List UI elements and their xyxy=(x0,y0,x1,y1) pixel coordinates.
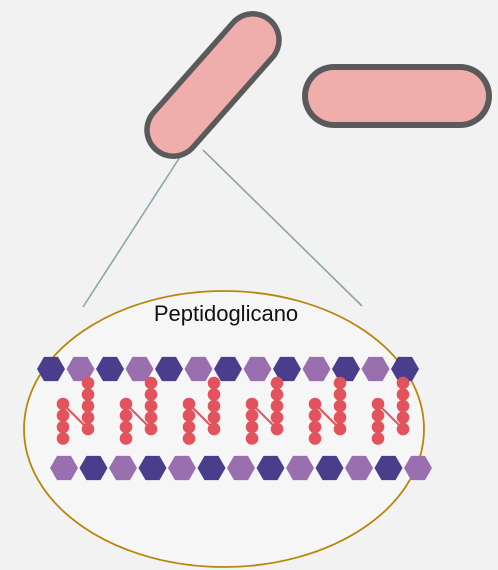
peptide-amino-acid-dot xyxy=(145,400,158,413)
peptide-amino-acid-dot xyxy=(397,377,410,390)
peptide-amino-acid-dot xyxy=(208,411,221,424)
peptide-amino-acid-dot xyxy=(120,421,133,434)
peptide-amino-acid-dot xyxy=(309,398,322,411)
peptide-amino-acid-dot xyxy=(397,400,410,413)
peptide-amino-acid-dot xyxy=(334,400,347,413)
peptide-amino-acid-dot xyxy=(246,421,259,434)
peptide-amino-acid-dot xyxy=(271,388,284,401)
peptide-amino-acid-dot xyxy=(334,388,347,401)
peptide-amino-acid-dot xyxy=(372,409,385,422)
peptide-amino-acid-dot xyxy=(183,432,196,445)
peptide-amino-acid-dot xyxy=(57,432,70,445)
peptide-amino-acid-dot xyxy=(145,388,158,401)
peptide-amino-acid-dot xyxy=(246,432,259,445)
peptide-amino-acid-dot xyxy=(145,423,158,436)
peptide-amino-acid-dot xyxy=(309,432,322,445)
peptide-amino-acid-dot xyxy=(397,411,410,424)
peptide-amino-acid-dot xyxy=(120,398,133,411)
peptidoglycan-label: Peptidoglicano xyxy=(154,301,298,326)
peptide-amino-acid-dot xyxy=(82,423,95,436)
peptide-amino-acid-dot xyxy=(183,421,196,434)
peptide-amino-acid-dot xyxy=(208,400,221,413)
peptide-amino-acid-dot xyxy=(120,409,133,422)
peptide-amino-acid-dot xyxy=(271,400,284,413)
peptide-amino-acid-dot xyxy=(82,377,95,390)
peptide-amino-acid-dot xyxy=(145,411,158,424)
peptide-amino-acid-dot xyxy=(334,423,347,436)
peptide-amino-acid-dot xyxy=(372,432,385,445)
peptide-amino-acid-dot xyxy=(271,423,284,436)
peptide-amino-acid-dot xyxy=(309,421,322,434)
peptide-amino-acid-dot xyxy=(271,377,284,390)
bacterium-horizontal-body xyxy=(308,70,486,122)
bacterium-horizontal xyxy=(302,64,492,128)
peptide-amino-acid-dot xyxy=(334,411,347,424)
peptide-amino-acid-dot xyxy=(372,421,385,434)
peptide-amino-acid-dot xyxy=(208,423,221,436)
peptide-amino-acid-dot xyxy=(271,411,284,424)
peptide-amino-acid-dot xyxy=(334,377,347,390)
peptide-amino-acid-dot xyxy=(397,388,410,401)
peptide-amino-acid-dot xyxy=(309,409,322,422)
peptide-amino-acid-dot xyxy=(57,421,70,434)
peptide-amino-acid-dot xyxy=(82,388,95,401)
peptide-amino-acid-dot xyxy=(246,398,259,411)
peptide-amino-acid-dot xyxy=(183,409,196,422)
peptide-amino-acid-dot xyxy=(57,398,70,411)
peptide-amino-acid-dot xyxy=(82,400,95,413)
peptide-amino-acid-dot xyxy=(397,423,410,436)
peptide-amino-acid-dot xyxy=(145,377,158,390)
peptide-amino-acid-dot xyxy=(82,411,95,424)
peptide-amino-acid-dot xyxy=(208,377,221,390)
peptide-amino-acid-dot xyxy=(372,398,385,411)
peptide-amino-acid-dot xyxy=(57,409,70,422)
peptide-amino-acid-dot xyxy=(120,432,133,445)
peptide-amino-acid-dot xyxy=(208,388,221,401)
peptide-amino-acid-dot xyxy=(183,398,196,411)
peptide-amino-acid-dot xyxy=(246,409,259,422)
